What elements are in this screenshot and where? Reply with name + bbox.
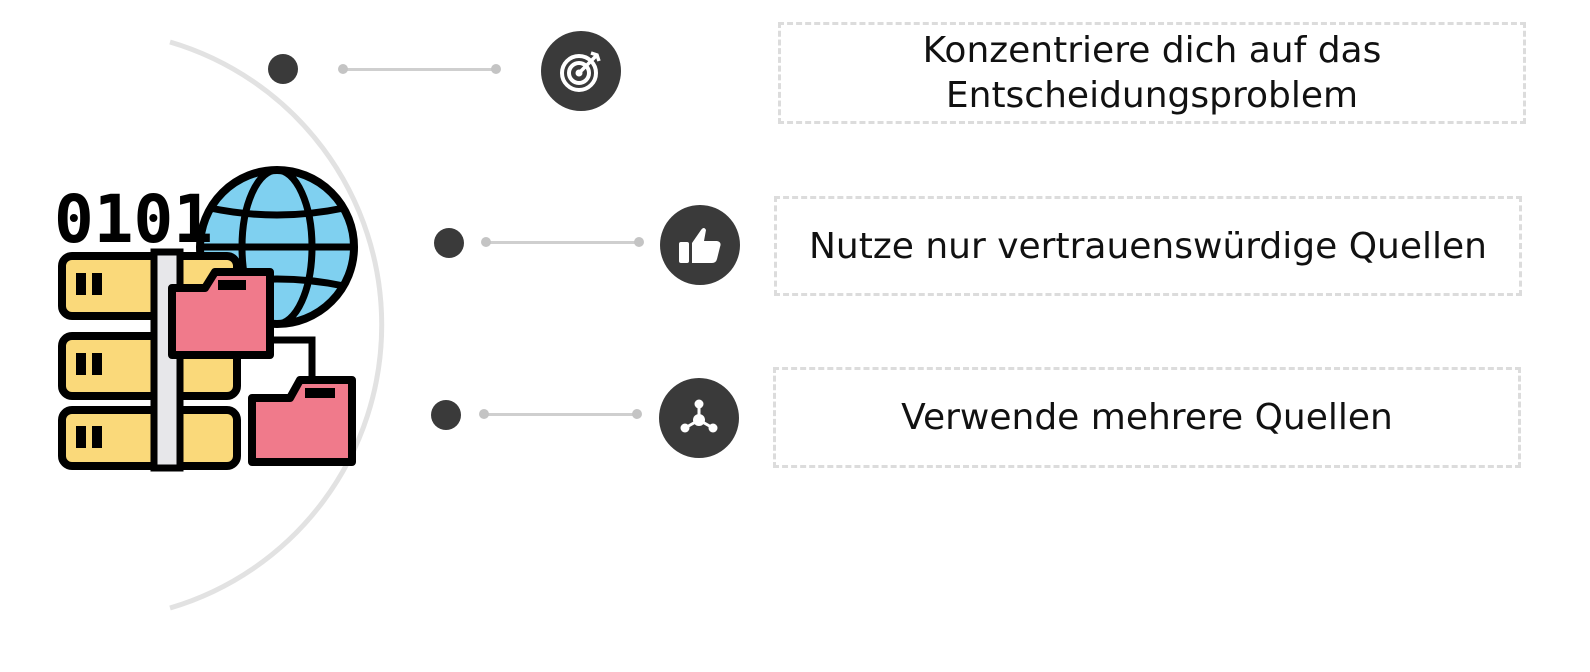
database-globe-folders-icon: 0101 [50,160,370,480]
connector-dot [634,237,644,247]
connector-line [343,68,498,71]
item-box: Verwende mehrere Quellen [773,367,1521,468]
folder-icon [248,376,356,466]
thumbs-up-icon [660,205,740,285]
binary-label: 0101 [54,181,213,258]
connector-dot [479,409,489,419]
timeline-node [431,400,461,430]
connector-dot [632,409,642,419]
item-text: Nutze nur vertrauenswürdige Quellen [809,225,1487,267]
connector-dot [481,237,491,247]
item-text: Verwende mehrere Quellen [901,397,1393,438]
connector-dot [338,64,348,74]
timeline-node [434,228,464,258]
connector-line [486,241,640,244]
network-icon [659,378,739,458]
item-box: Konzentriere dich auf das Entscheidungsp… [778,22,1526,124]
connector-dot [491,64,501,74]
timeline-node [268,54,298,84]
item-box: Nutze nur vertrauenswürdige Quellen [774,196,1522,296]
connector-line [484,413,638,416]
target-icon [541,31,621,111]
folder-icon [168,268,274,359]
item-text: Konzentriere dich auf das Entscheidungsp… [922,30,1382,116]
